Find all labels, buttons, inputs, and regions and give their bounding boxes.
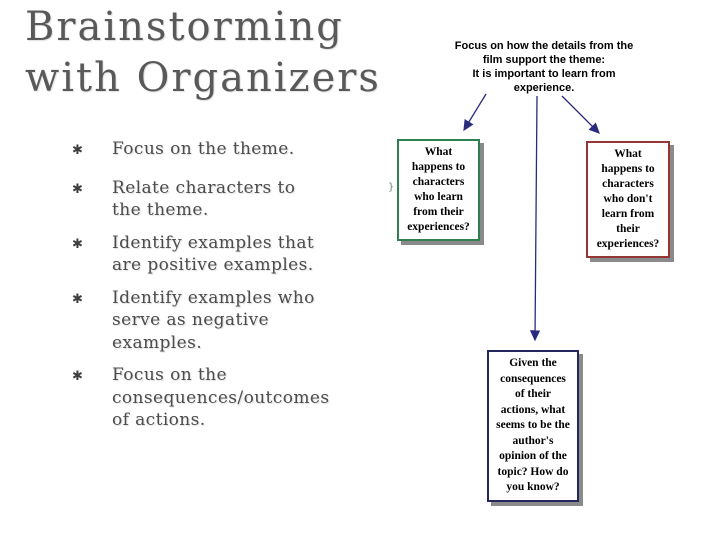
title-line-2: with Organizers: [25, 55, 381, 101]
bullet-text: Relate characters to the theme.: [112, 177, 296, 221]
star-bullet-icon: ✱: [72, 369, 84, 384]
organizer-box-learn: What happens to characters who learn fro…: [397, 139, 480, 241]
list-item: ✱ Relate characters to the theme.: [58, 177, 358, 222]
theme-focus-note: Focus on how the details from the film s…: [454, 40, 634, 94]
list-item: ✱ Identify examples that are positive ex…: [58, 232, 358, 277]
bullet-text: Identify examples who serve as negative …: [112, 287, 315, 353]
list-item: ✱ Focus on the theme.: [58, 138, 358, 161]
star-bullet-icon: ✱: [72, 143, 84, 158]
organizer-box-consequences: Given the consequences of their actions,…: [487, 350, 579, 502]
bullet-text: Focus on the theme.: [112, 139, 295, 159]
organizer-box-dont-learn: What happens to characters who don't lea…: [586, 141, 670, 258]
stray-mark: }: [388, 182, 395, 193]
list-item: ✱ Identify examples who serve as negativ…: [58, 287, 358, 355]
star-bullet-icon: ✱: [72, 181, 84, 197]
bullet-list: ✱ Focus on the theme. ✱ Relate character…: [58, 138, 358, 442]
star-bullet-icon: ✱: [72, 236, 84, 252]
arrow-to-learn-box: [463, 93, 487, 132]
arrow-to-dont-learn-box: [561, 95, 600, 134]
title-line-1: Brainstorming: [25, 4, 344, 50]
bullet-text: Focus on the consequences/outcomes of ac…: [112, 365, 330, 430]
bullet-text: Identify examples that are positive exam…: [112, 232, 315, 276]
arrow-to-consequences-box: [529, 95, 541, 342]
page-title: Brainstorming with Organizers: [25, 2, 381, 104]
star-bullet-icon: ✱: [72, 291, 84, 307]
list-item: ✱ Focus on the consequences/outcomes of …: [58, 364, 358, 432]
